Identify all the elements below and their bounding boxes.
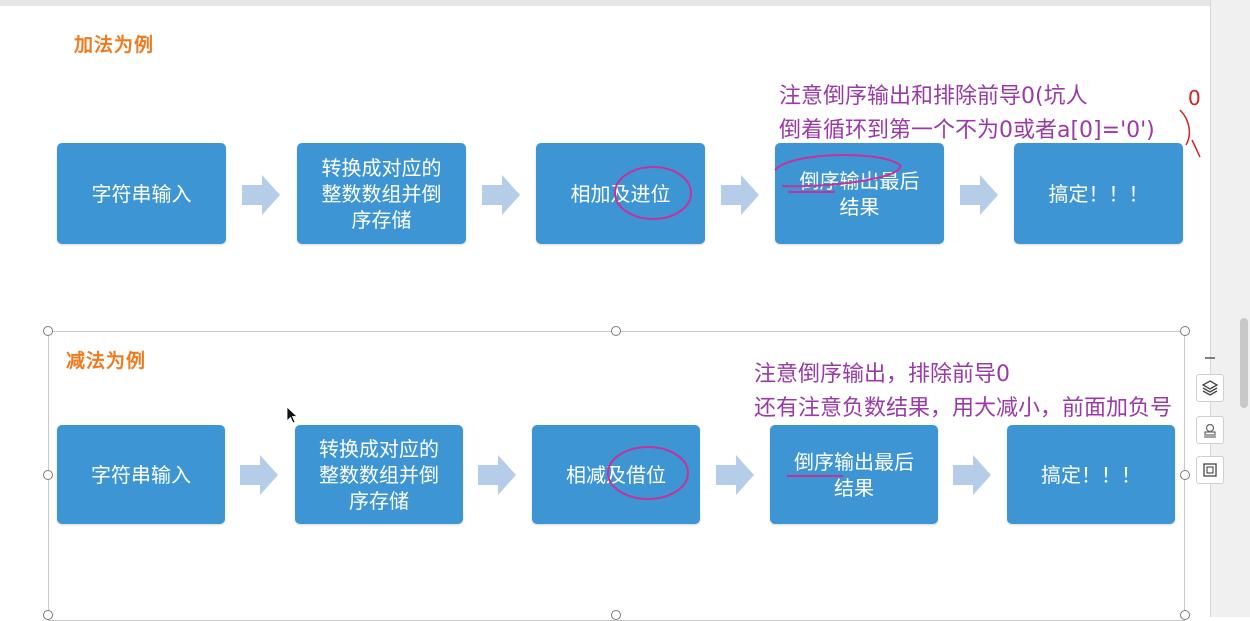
sub-step-convert-reverse: 转换成对应的 整数数组并倒 序存储 [295,425,463,524]
sub-step-reverse-output: 倒序输出最后 结果 [770,425,938,524]
resize-handle-top-center[interactable] [611,326,621,336]
canvas-right-edge [1210,0,1250,617]
sub-note-line2: 还有注意负数结果，用大减小，前面加负号 [754,396,1173,421]
sub-note-line1: 注意倒序输出，排除前导0 [754,362,1010,387]
add-step-reverse-output: 倒序输出最后 结果 [775,143,944,244]
stamp-icon[interactable] [1196,416,1224,444]
resize-handle-bottom-right[interactable] [1180,610,1190,620]
add-step-done: 搞定！！！ [1014,143,1183,244]
top-toolbar-edge [0,0,1250,6]
add-step-add-carry: 相加及进位 [536,143,705,244]
addition-title: 加法为例 [74,34,155,56]
vertical-scrollbar[interactable] [1240,318,1248,408]
frame-icon[interactable] [1196,456,1224,484]
subtraction-title: 减法为例 [66,350,147,372]
resize-handle-top-right[interactable] [1180,326,1190,336]
mouse-cursor-icon [286,406,300,430]
sub-step-string-input: 字符串输入 [57,425,225,524]
resize-handle-top-left[interactable] [43,326,53,336]
add-step-string-input: 字符串输入 [57,143,226,244]
resize-handle-bottom-left[interactable] [43,610,53,620]
add-note-line1: 注意倒序输出和排除前导0(坑人 [779,84,1088,109]
resize-handle-middle-left[interactable] [43,470,53,480]
sub-step-done: 搞定！！！ [1007,425,1175,524]
resize-handle-bottom-center[interactable] [611,610,621,620]
layers-icon[interactable] [1196,374,1224,402]
resize-handle-middle-right[interactable] [1180,470,1190,480]
add-step-convert-reverse: 转换成对应的 整数数组并倒 序存储 [297,143,466,244]
minus-icon[interactable] [1196,344,1224,372]
ink-zero-annotation: 0 [1188,86,1201,110]
add-note-line2: 倒着循环到第一个不为0或者a[0]='0') [779,118,1155,143]
shape-quick-tools [1196,344,1226,484]
sub-step-subtract-borrow: 相减及借位 [532,425,700,524]
